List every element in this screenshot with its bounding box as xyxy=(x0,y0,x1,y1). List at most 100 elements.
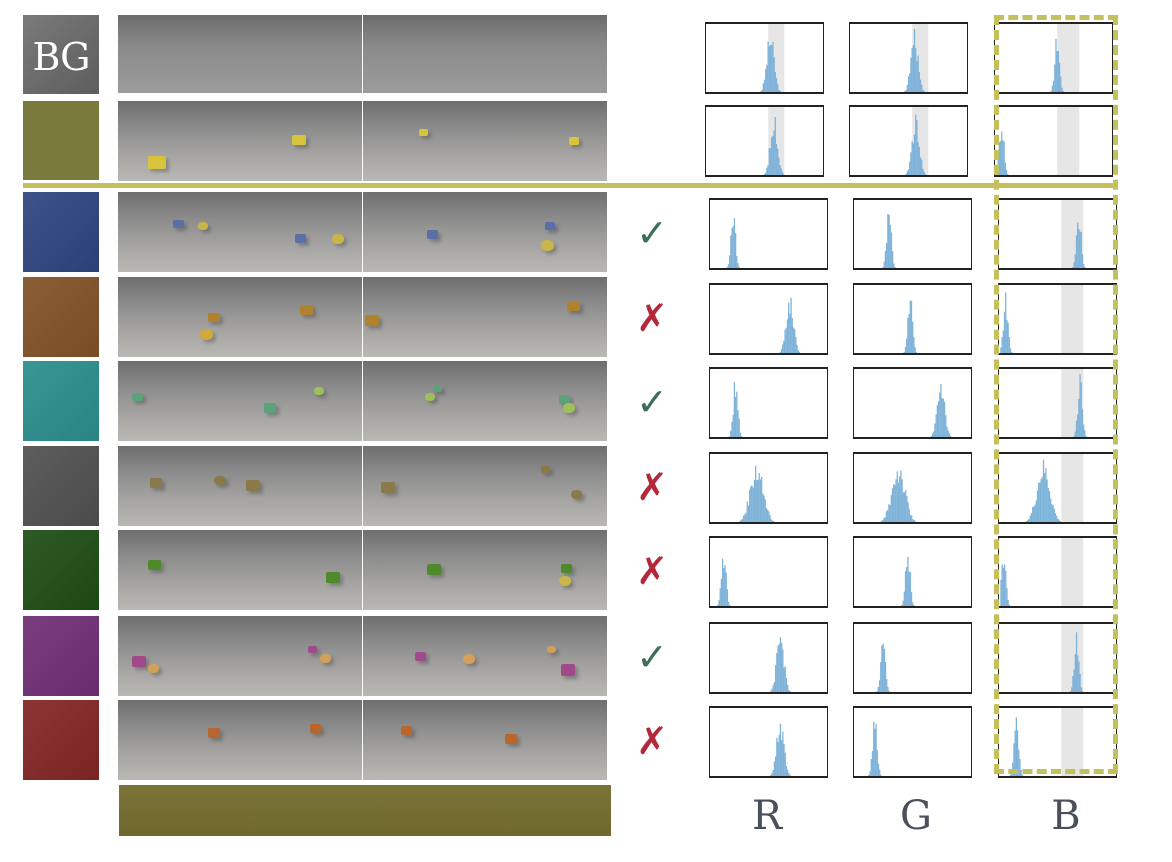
histogram-bar xyxy=(998,142,1000,176)
histogram-bar xyxy=(744,514,746,523)
histogram-bar xyxy=(769,148,772,176)
histogram-bar xyxy=(771,520,774,523)
histogram-bar xyxy=(751,485,753,523)
histogram-bar xyxy=(771,137,773,176)
histogram-r xyxy=(705,105,825,177)
histogram-bar xyxy=(733,382,736,438)
histogram-bar xyxy=(886,243,888,269)
histogram-bar xyxy=(942,398,945,438)
highlight-band xyxy=(1057,23,1080,93)
histogram-r xyxy=(709,367,829,439)
histogram-bar xyxy=(723,568,725,607)
scene-thumbnail xyxy=(240,15,363,93)
histogram-bar xyxy=(1072,675,1074,693)
histogram-bar xyxy=(905,173,907,176)
histogram-bar xyxy=(768,148,770,176)
histogram-bar xyxy=(1047,487,1049,523)
check-icon: ✓ xyxy=(636,380,668,424)
scene-object xyxy=(150,478,162,488)
cross-icon: ✗ xyxy=(636,719,668,763)
histogram-g xyxy=(853,283,973,355)
object-color-swatch xyxy=(23,277,99,357)
histogram-bar xyxy=(1018,749,1020,777)
histogram-bar xyxy=(771,772,773,777)
histogram-frame xyxy=(853,452,972,523)
histogram-r xyxy=(709,198,829,270)
histogram-bar xyxy=(1057,518,1059,523)
histogram-bar xyxy=(762,493,764,523)
object-color-swatch xyxy=(23,616,99,696)
histogram-bar xyxy=(720,578,723,607)
scene-image-strip xyxy=(118,616,607,696)
histogram-bar xyxy=(886,678,888,693)
histogram-bar xyxy=(1046,479,1048,523)
histogram-plot xyxy=(709,536,828,608)
histogram-bar xyxy=(876,750,878,777)
histogram-bar xyxy=(1036,490,1039,523)
histogram-bar xyxy=(912,602,914,607)
histogram-bar xyxy=(777,742,779,777)
histogram-bar xyxy=(908,509,910,523)
scene-thumbnail xyxy=(362,361,485,441)
histogram-bar xyxy=(773,130,775,176)
histogram-bar xyxy=(1008,337,1010,354)
histogram-bar xyxy=(773,682,776,693)
histogram-bar xyxy=(727,264,730,269)
scene-image-strip xyxy=(118,192,607,272)
scene-thumbnail xyxy=(240,616,363,696)
histogram-bar xyxy=(756,480,758,523)
histogram-plot xyxy=(853,367,972,439)
scene-thumbnail xyxy=(484,700,607,780)
histogram-bar xyxy=(717,604,719,607)
scene-thumbnail xyxy=(362,700,485,780)
histogram-bar xyxy=(919,157,922,176)
histogram-bar xyxy=(887,509,889,523)
histogram-bar xyxy=(765,68,767,93)
histogram-bar xyxy=(1060,76,1062,93)
histogram-bar xyxy=(718,600,720,607)
histogram-bar xyxy=(904,571,907,607)
histogram-bar xyxy=(1028,518,1030,523)
scene-thumbnail xyxy=(118,446,240,526)
histogram-bar xyxy=(719,588,721,607)
histogram-bar xyxy=(795,336,797,354)
scene-thumbnail xyxy=(118,15,240,93)
histogram-bar xyxy=(1035,500,1037,523)
histogram-plot xyxy=(853,198,972,270)
histogram-bar xyxy=(775,77,778,93)
histogram-bar xyxy=(921,84,923,93)
histogram-bar xyxy=(871,751,874,777)
histogram-bar xyxy=(914,347,916,354)
histogram-bar xyxy=(755,465,757,523)
histogram-b xyxy=(998,452,1118,524)
histogram-bar xyxy=(783,744,785,777)
histogram-bar xyxy=(911,47,913,93)
histogram-plot xyxy=(853,622,972,694)
histogram-bar xyxy=(767,509,769,523)
histogram-bar xyxy=(785,327,787,354)
histogram-bar xyxy=(782,344,784,354)
histogram-g xyxy=(853,706,973,778)
histogram-bar xyxy=(781,172,784,176)
histogram-bar xyxy=(732,226,734,269)
histogram-bar xyxy=(758,472,760,523)
histogram-bar xyxy=(906,85,908,93)
scene-object xyxy=(264,403,277,413)
histogram-bar xyxy=(778,157,780,176)
scene-object xyxy=(558,576,571,586)
histogram-bar xyxy=(1077,414,1079,438)
scene-object xyxy=(426,564,441,575)
histogram-plot xyxy=(709,452,828,524)
scene-thumbnail xyxy=(362,15,485,93)
histogram-bar xyxy=(1083,424,1085,438)
histogram-bar xyxy=(731,421,733,438)
histogram-plot xyxy=(853,283,972,355)
channel-label-b: B xyxy=(1051,793,1081,839)
histogram-bar xyxy=(1033,506,1035,523)
histogram-bar xyxy=(905,490,907,523)
histogram-bar xyxy=(784,329,786,354)
histogram-bar xyxy=(906,496,908,523)
histogram-bar xyxy=(778,89,780,93)
scene-thumbnail xyxy=(484,530,607,610)
histogram-bar xyxy=(874,728,876,777)
